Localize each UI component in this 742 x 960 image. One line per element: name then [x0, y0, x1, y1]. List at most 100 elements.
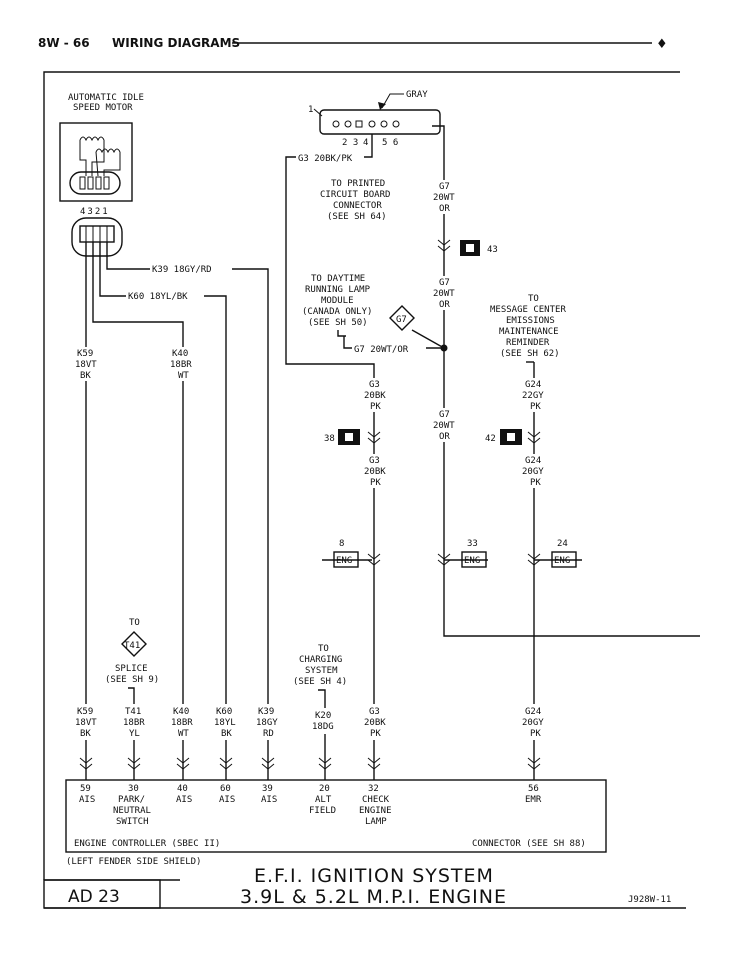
eng-ref-8: 8 ENG [322, 539, 381, 568]
emr-note-line: TO [528, 294, 539, 304]
pin-label: NEUTRAL [113, 806, 151, 816]
label-mask [150, 262, 232, 274]
bottom-wire-label: K59 [77, 707, 93, 717]
page-number: 8W - 66 [38, 36, 90, 50]
motor-pin [79, 176, 86, 190]
wire-label-k40-line: 18BR [170, 360, 192, 370]
inline-connector-icon [318, 757, 332, 770]
bottom-wire-label: G24 [525, 707, 541, 717]
ais-motor-body [59, 122, 133, 202]
bottom-wire-label: PK [530, 729, 541, 739]
label-mask [430, 180, 460, 214]
label-mask [72, 704, 102, 740]
motor-coil-icon [79, 136, 105, 142]
eng-ref-33: 33 ENG [437, 539, 488, 568]
eng-ref-24: 24 ENG [527, 539, 582, 568]
wire-label-g7-line: 20WT [433, 421, 455, 431]
bottom-wire-label: 18VT [75, 718, 97, 728]
emr-note-line: MESSAGE CENTER [490, 305, 566, 315]
pcb-note-line: CIRCUIT BOARD [320, 190, 390, 200]
wire-label-g24-line: G24 [525, 456, 541, 466]
wire-label-g24-line: G24 [525, 380, 541, 390]
wire-label-g3-line: 20BK [364, 467, 386, 477]
eng-ref-number: 8 [339, 539, 344, 549]
connector-pin-numbers: 2 3 [342, 138, 358, 148]
ais-motor-title-line: AUTOMATIC IDLE [68, 93, 144, 103]
bottom-wire-label: T41 [125, 707, 141, 717]
label-mask [168, 347, 198, 381]
wire-label-g3-line: G3 [369, 380, 380, 390]
label-mask [518, 378, 552, 412]
connector-leader [411, 329, 445, 349]
connector-pin-number: 1 [308, 105, 313, 115]
pin-label: CHECK [362, 795, 390, 805]
label-mask [518, 454, 552, 488]
bottom-wire-label: 18DG [312, 722, 334, 732]
label-mask [352, 342, 426, 354]
pin-label: AIS [176, 795, 192, 805]
wire-label-g3-line: G3 [369, 456, 380, 466]
top-connector: 1 GRAY 2 3 4 5 6 [308, 90, 441, 148]
section-title: WIRING DIAGRAMS [112, 36, 240, 50]
drl-note-line: RUNNING LAMP [305, 285, 371, 295]
emr-note-line: MAINTENANCE [499, 327, 559, 337]
connector-pin [380, 120, 388, 128]
bottom-wire-label: WT [178, 729, 189, 739]
connector-leader [381, 93, 404, 109]
inline-connector-icon [367, 757, 381, 770]
wire-label-g7-line: OR [439, 300, 450, 310]
pin-label: EMR [525, 795, 542, 805]
connector-pin-number: 4 [363, 138, 368, 148]
motor-lead [91, 140, 105, 176]
wire-label-g7-line: G7 [439, 410, 450, 420]
drl-note-line: MODULE [321, 296, 354, 306]
arrow-head [378, 102, 386, 110]
pcb-note-line: (SEE SH 64) [327, 212, 387, 222]
motor-pin [95, 176, 102, 190]
label-mask [72, 347, 102, 381]
wire-label-g3-line: PK [370, 478, 381, 488]
eng-ref-label: ENG [554, 556, 570, 566]
pin-label: ENGINE [359, 806, 392, 816]
wire-label-k59-line: 18VT [75, 360, 97, 370]
pin-number: 60 [220, 784, 231, 794]
bottom-wire-label: 18BR [171, 718, 193, 728]
diagram-title-line-2: 3.9L & 5.2L M.P.I. ENGINE [240, 886, 507, 908]
wire-label-k40-line: K40 [172, 349, 188, 359]
connector-pin [368, 120, 376, 128]
ground-ref-38: 38 [324, 434, 335, 444]
wire-k20 [318, 689, 326, 780]
bottom-wire-label: BK [80, 729, 91, 739]
wire-t41 [128, 687, 135, 780]
label-mask [360, 704, 390, 740]
bottom-wire-label: K40 [173, 707, 189, 717]
eng-ref-label: ENG [336, 556, 352, 566]
pin-number: 59 [80, 784, 91, 794]
inline-connector-icon [527, 553, 541, 566]
wire-label-g7-line: OR [439, 432, 450, 442]
controller-name: ENGINE CONTROLLER (SBEC II) [74, 839, 220, 849]
connector-leader [313, 108, 323, 117]
bottom-wire-label: PK [370, 729, 381, 739]
label-mask [518, 704, 552, 740]
pin-label: SWITCH [116, 817, 149, 827]
wire-label-g7-line: 20WT [433, 289, 455, 299]
connector-diamond-label: T41 [124, 641, 140, 651]
wire-label-g7-line: G7 [439, 182, 450, 192]
eng-ref-box [461, 551, 487, 568]
wire-label-g3: G3 20BK/PK [298, 154, 353, 164]
inline-connector-icon [127, 757, 141, 770]
label-mask [253, 704, 283, 740]
wire-label-g7-line: G7 [439, 278, 450, 288]
wire-label-g3-line: 20BK [364, 391, 386, 401]
wire-k40 [92, 242, 184, 780]
t41-note-line: SPLICE [115, 664, 148, 674]
inline-connector-icon [176, 757, 190, 770]
title-code: AD 23 [68, 887, 120, 907]
pin-number: 30 [128, 784, 139, 794]
figure-reference: J928W-11 [628, 895, 671, 905]
inline-connector-icon [79, 757, 93, 770]
wire-label-g7-line: 20WT [433, 193, 455, 203]
inline-connector-icon [527, 431, 541, 444]
inline-connector-icon [261, 757, 275, 770]
